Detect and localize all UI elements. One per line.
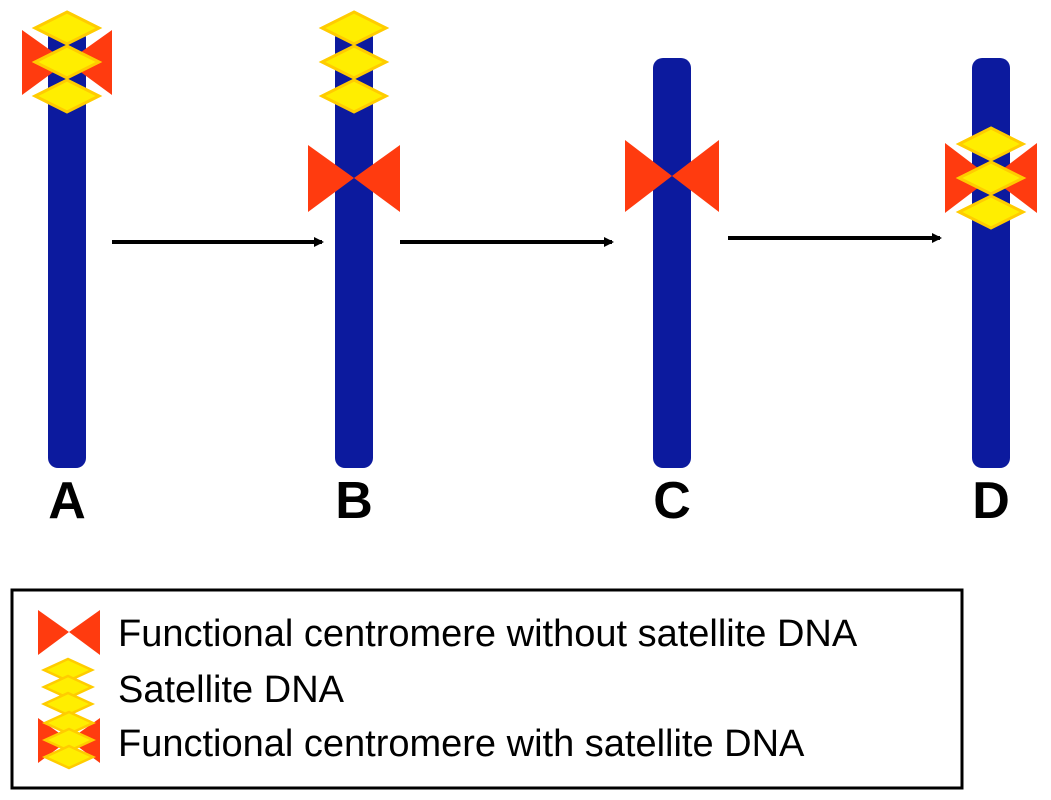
chromosome-c	[653, 58, 691, 468]
legend: Functional centromere without satellite …	[10, 588, 964, 790]
satellite-dna-b	[318, 10, 390, 114]
stage-d: D	[945, 58, 1037, 530]
satellite-dna-icon	[40, 657, 96, 717]
stage-label-c: C	[653, 472, 691, 530]
centromere-without-satellite-b	[308, 145, 400, 212]
centromere-with-satellite-icon	[38, 710, 100, 770]
centromere-with-satellite-a	[22, 10, 112, 114]
stage-b: B	[308, 10, 400, 530]
stage-a: A	[22, 10, 112, 530]
legend-label-centromere-with-satellite: Functional centromere with satellite DNA	[118, 723, 805, 765]
legend-label-centromere-without-satellite: Functional centromere without satellite …	[118, 613, 858, 655]
stage-label-a: A	[48, 472, 86, 530]
stage-label-b: B	[335, 472, 373, 530]
chromosome-a	[48, 28, 86, 468]
legend-label-satellite-dna: Satellite DNA	[118, 669, 345, 711]
stage-label-d: D	[972, 472, 1010, 530]
centromere-without-satellite-icon	[38, 610, 100, 655]
centromere-with-satellite-d	[945, 126, 1037, 230]
centromere-without-satellite-c	[625, 140, 719, 212]
stage-c: C	[625, 58, 719, 530]
legend-box	[10, 588, 964, 790]
chromosome-d	[972, 58, 1010, 468]
chromosome-b	[335, 28, 373, 468]
